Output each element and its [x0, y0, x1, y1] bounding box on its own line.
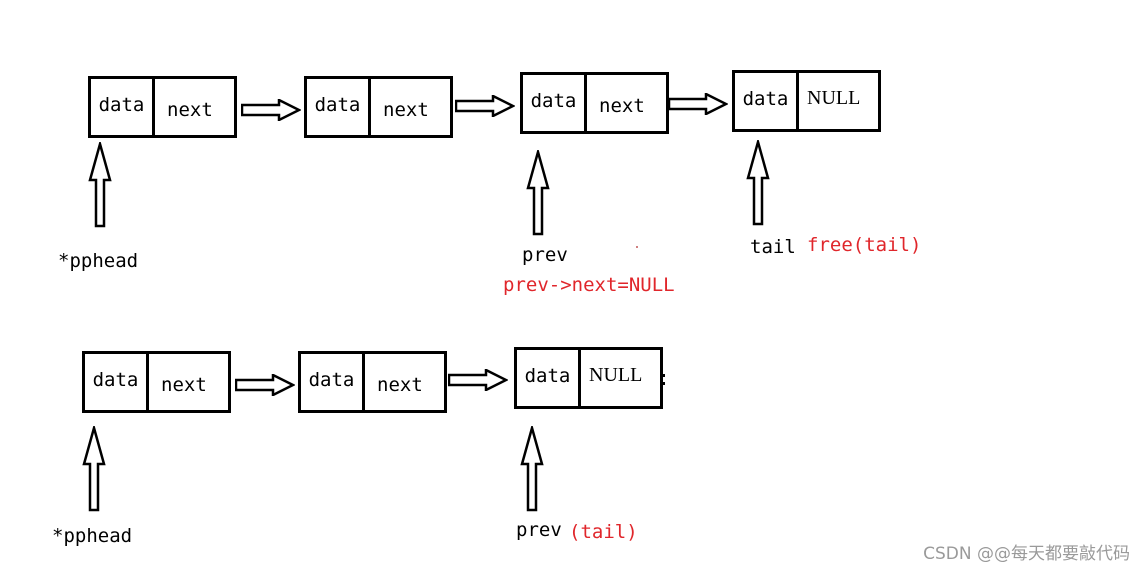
tail-pointer-label: tail: [750, 236, 796, 258]
node-data-field: data: [301, 354, 365, 410]
bottom-node-3-new-tail: data NULL: [514, 347, 663, 409]
node-data-field: data: [85, 354, 149, 410]
top-node-3: data next: [520, 72, 669, 134]
hollow-up-arrow-icon: [526, 150, 550, 236]
top-node-2: data next: [304, 76, 453, 138]
hollow-up-arrow-icon: [520, 426, 544, 512]
hollow-up-arrow-icon: [746, 140, 770, 226]
hollow-right-arrow-icon: [448, 369, 508, 391]
prev-pointer-label: prev: [516, 519, 562, 541]
hollow-right-arrow-icon: [235, 374, 295, 396]
free-tail-annotation: free(tail): [807, 234, 922, 256]
bottom-node-2: data next: [298, 351, 447, 413]
node-data-field: data: [517, 350, 581, 406]
prev-next-assign-annotation: prev->next=NULL: [503, 274, 675, 296]
stray-mark: [662, 374, 665, 377]
head-pointer-label: *pphead: [52, 525, 133, 547]
stray-mark: [636, 246, 638, 248]
hollow-right-arrow-icon: [455, 95, 515, 117]
node-next-field: next: [167, 99, 213, 121]
node-data-field: data: [307, 79, 371, 135]
hollow-up-arrow-icon: [82, 426, 106, 512]
top-node-1: data next: [88, 76, 237, 138]
head-pointer-label: *pphead: [58, 250, 139, 272]
prev-is-tail-annotation: (tail): [569, 521, 638, 543]
node-next-field: next: [383, 99, 429, 121]
node-data-field: data: [91, 79, 155, 135]
stray-mark: [662, 382, 665, 385]
node-null-field: NULL: [807, 86, 861, 109]
bottom-node-1: data next: [82, 351, 231, 413]
node-next-field: next: [161, 374, 207, 396]
hollow-right-arrow-icon: [668, 93, 728, 115]
node-next-field: next: [377, 374, 423, 396]
top-node-4-tail: data NULL: [732, 70, 881, 132]
hollow-up-arrow-icon: [88, 142, 112, 228]
hollow-right-arrow-icon: [241, 99, 301, 121]
node-null-field: NULL: [589, 363, 643, 386]
watermark: CSDN @@每天都要敲代码: [923, 544, 1130, 564]
node-next-field: next: [599, 95, 645, 117]
node-data-field: data: [523, 75, 587, 131]
prev-pointer-label: prev: [522, 244, 568, 266]
node-data-field: data: [735, 73, 799, 129]
